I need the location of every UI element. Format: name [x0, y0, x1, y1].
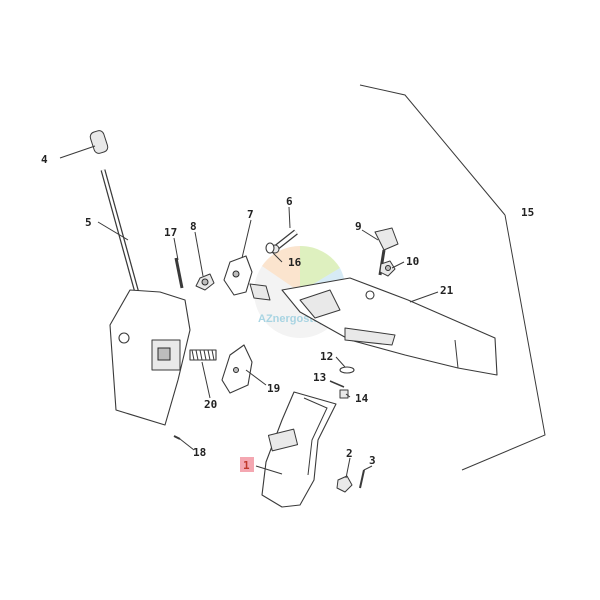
callout-14[interactable]: 14	[355, 392, 369, 405]
callout-16[interactable]: 16	[288, 256, 302, 269]
part-20-spring	[189, 349, 217, 361]
part-19-plate	[221, 344, 253, 394]
part-base-plate	[109, 289, 191, 426]
part-13-pin	[329, 380, 345, 388]
part-3-screw	[359, 469, 365, 489]
part-18-pin	[173, 435, 181, 440]
callout-5[interactable]: 5	[85, 216, 92, 229]
callout-6[interactable]: 6	[286, 195, 293, 208]
callout-19[interactable]: 19	[267, 382, 280, 395]
group-bracket-15	[359, 84, 546, 471]
callout-3[interactable]: 3	[369, 454, 376, 467]
callout-7[interactable]: 7	[247, 208, 254, 221]
part-14-screw	[339, 389, 349, 399]
part-7-bracket	[223, 255, 271, 301]
callout-13[interactable]: 13	[313, 371, 326, 384]
part-8-nut	[195, 273, 215, 291]
callout-10[interactable]: 10	[406, 255, 419, 268]
part-16-washer	[265, 242, 275, 254]
callout-15[interactable]: 15	[521, 206, 534, 219]
callout-1-highlight	[240, 457, 254, 472]
callout-20[interactable]: 20	[204, 398, 217, 411]
callout-12[interactable]: 12	[320, 350, 333, 363]
callout-21[interactable]: 21	[440, 284, 454, 297]
part-1-pedal-pad	[261, 391, 337, 508]
part-4-knob	[89, 130, 109, 154]
part-2-nut	[336, 475, 353, 493]
part-12-washer	[339, 366, 355, 374]
callout-2[interactable]: 2	[346, 447, 353, 460]
part-21-arm	[281, 277, 498, 376]
callout-18[interactable]: 18	[193, 446, 206, 459]
leader-lines	[59, 145, 439, 479]
callout-8[interactable]: 8	[190, 220, 197, 233]
callout-17[interactable]: 17	[164, 226, 177, 239]
part-17-pin	[174, 257, 184, 289]
callout-1[interactable]: 1	[243, 459, 250, 472]
part-10-nut	[379, 260, 396, 277]
callout-4[interactable]: 4	[41, 153, 48, 166]
callout-9[interactable]: 9	[355, 220, 362, 233]
